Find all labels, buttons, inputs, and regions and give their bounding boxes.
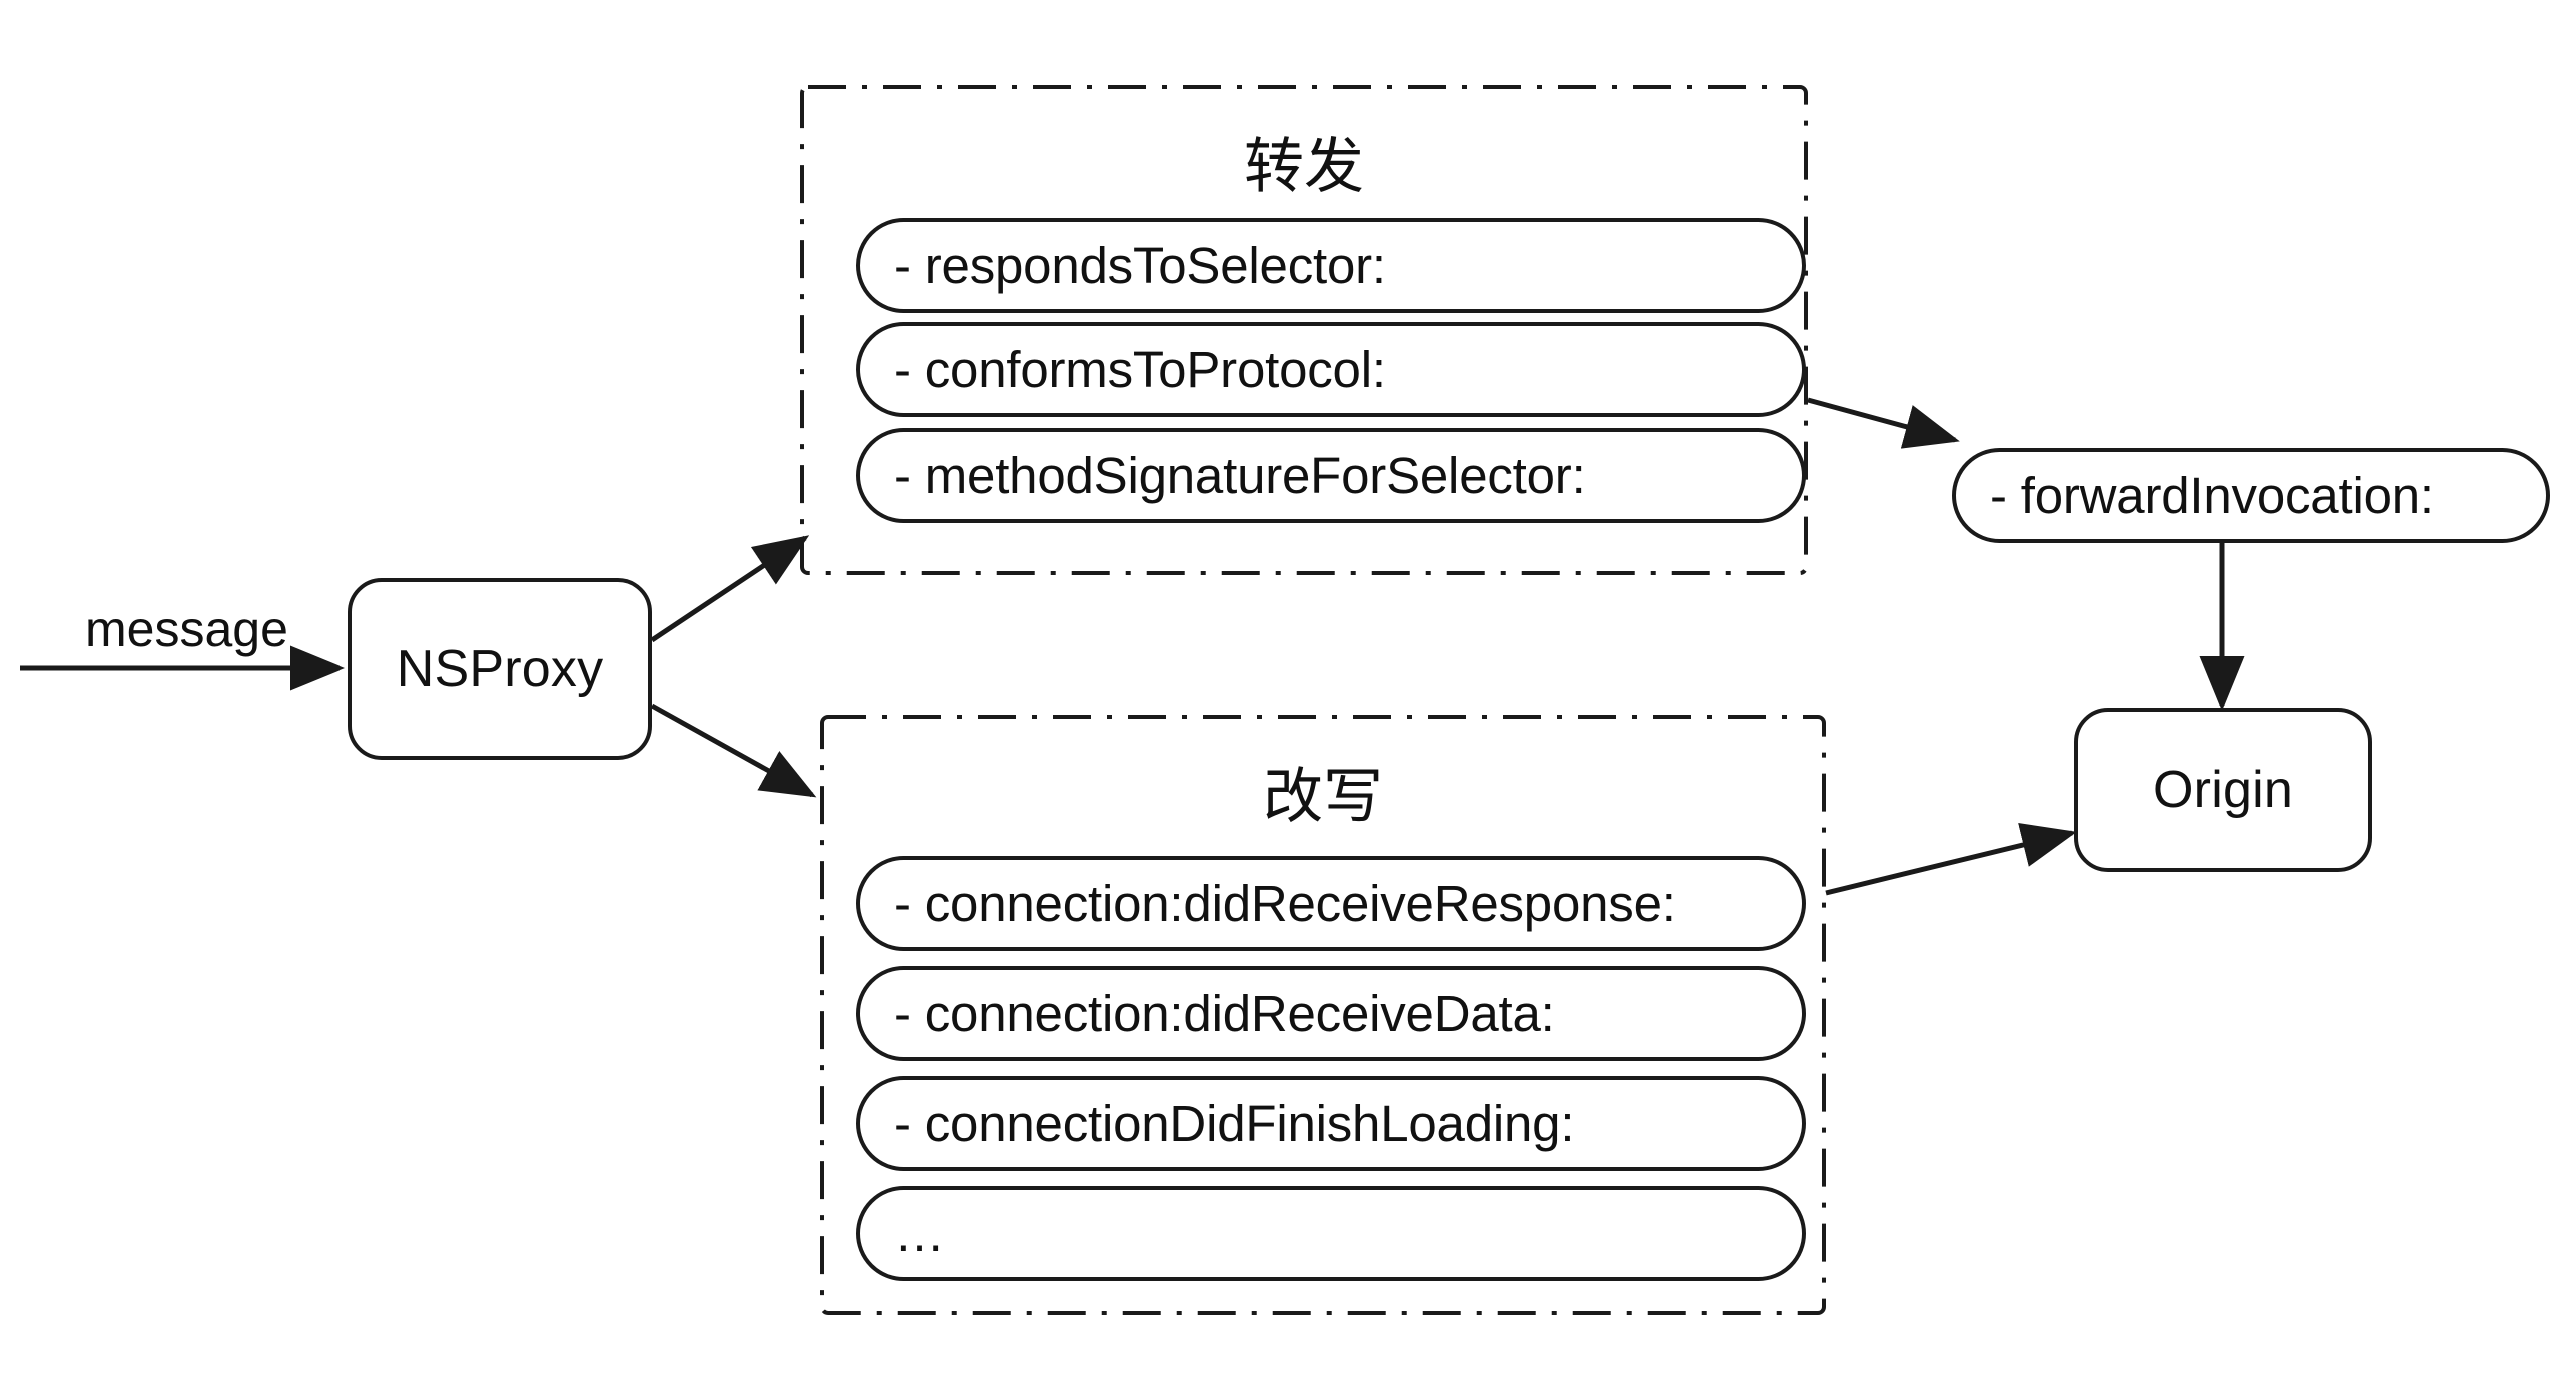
method-pill-label: - connection:didReceiveResponse: (894, 875, 1676, 932)
forward-invocation-pill[interactable]: - forwardInvocation: (1952, 448, 2550, 543)
edge-forward-group-to-forward-invocation (1807, 397, 1960, 449)
nsproxy-node[interactable]: NSProxy (348, 578, 652, 760)
method-pill-label: - conformsToProtocol: (894, 341, 1386, 398)
method-pill-ellipsis[interactable]: … (856, 1186, 1806, 1281)
nsproxy-node-label: NSProxy (396, 640, 604, 698)
method-pill-label: - connectionDidFinishLoading: (894, 1095, 1575, 1152)
method-pill-connection-did-receive-data[interactable]: - connection:didReceiveData: (856, 966, 1806, 1061)
method-pill-method-signature-for-selector[interactable]: - methodSignatureForSelector: (856, 428, 1806, 523)
edge-nsproxy-to-rewrite-group (650, 703, 817, 798)
method-pill-label: - methodSignatureForSelector: (894, 447, 1586, 504)
origin-node-label: Origin (2153, 761, 2293, 819)
method-pill-label: - respondsToSelector: (894, 237, 1386, 294)
forward-invocation-label: - forwardInvocation: (1990, 467, 2434, 524)
origin-node[interactable]: Origin (2074, 708, 2372, 872)
method-pill-conforms-to-protocol[interactable]: - conformsToProtocol: (856, 322, 1806, 417)
rewrite-group-title: 改写 (1263, 762, 1383, 832)
method-pill-connection-did-receive-response[interactable]: - connection:didReceiveResponse: (856, 856, 1806, 951)
edge-nsproxy-to-forward-group (650, 535, 810, 643)
edge-rewrite-group-to-origin (1825, 822, 2077, 896)
method-pill-label: … (894, 1205, 945, 1262)
message-edge-label: message (85, 601, 288, 657)
method-pill-label: - connection:didReceiveData: (894, 985, 1555, 1042)
method-pill-connection-did-finish-loading[interactable]: - connectionDidFinishLoading: (856, 1076, 1806, 1171)
method-pill-responds-to-selector[interactable]: - respondsToSelector: (856, 218, 1806, 313)
forward-group-title: 转发 (1244, 132, 1364, 202)
